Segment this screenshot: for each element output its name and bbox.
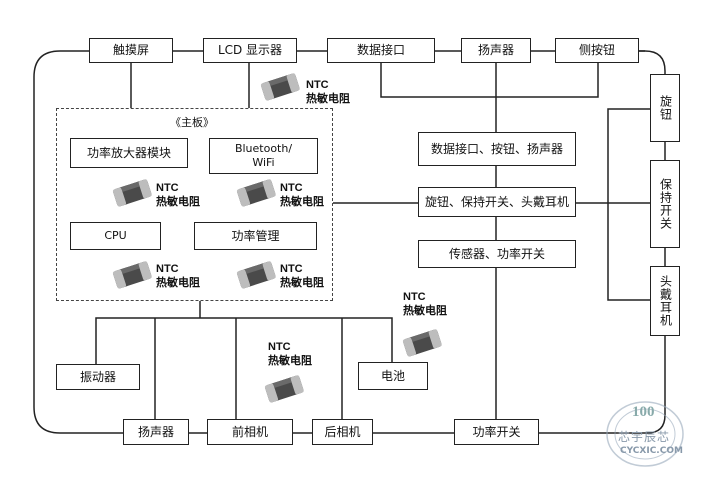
lcd-display-box: LCD 显示器 [203,38,297,63]
bluetooth-wifi-box: Bluetooth/ WiFi [209,138,318,174]
thermistor-chip-icon [112,179,152,207]
ntc-text: NTC [156,182,179,194]
watermark-url: CYCXIC.COM [620,446,683,456]
knob-hold-headphone-box: 旋钮、保持开关、头戴耳机 [418,187,576,217]
thermistor-text: 热敏电阻 [280,277,324,290]
knob-box: 旋钮 [650,74,680,142]
power-switch-box: 功率开关 [454,419,539,445]
data-port-box: 数据接口 [327,38,435,63]
wire-top-to-center [380,62,599,98]
front-camera-box: 前相机 [207,419,293,445]
ports-buttons-speaker-box: 数据接口、按钮、扬声器 [418,132,576,166]
power-management-box: 功率管理 [194,222,317,250]
thermistor-text: 热敏电阻 [156,277,200,290]
rear-camera-box: 后相机 [312,419,373,445]
headphone-box: 头戴耳机 [650,266,680,336]
thermistor-text: 热敏电阻 [280,196,324,209]
wire-right-column [607,108,650,301]
hold-switch-box: 保持开关 [650,160,680,248]
mainboard-title: 《主板》 [170,116,214,129]
watermark-number: 100 [632,404,655,420]
watermark-name: 芯宇辰芯 [618,430,671,444]
ntc-text: NTC [280,182,303,194]
sensor-power-switch-box: 传感器、功率开关 [418,240,576,268]
thermistor-chip-icon [112,261,152,289]
side-button-box: 侧按钮 [555,38,639,63]
thermistor-text: 热敏电阻 [268,355,312,368]
mainboard-region [56,108,333,301]
ntc-text: NTC [306,79,329,91]
ntc-text: NTC [403,291,426,303]
ntc-text: NTC [280,263,303,275]
watermark-seal-icon [606,401,684,467]
thermistor-text: 热敏电阻 [306,93,350,106]
wire-bottom-bus [95,317,393,364]
speaker-top-box: 扬声器 [461,38,531,63]
thermistor-text: 热敏电阻 [156,196,200,209]
touchscreen-box: 触摸屏 [89,38,173,63]
battery-box: 电池 [358,362,428,390]
thermistor-chip-icon [260,73,300,101]
speaker-bottom-box: 扬声器 [123,419,189,445]
thermistor-chip-icon [236,179,276,207]
thermistor-chip-icon [264,375,304,403]
ntc-text: NTC [156,263,179,275]
vibrator-box: 振动器 [56,364,140,390]
ntc-text: NTC [268,341,291,353]
thermistor-chip-icon [236,261,276,289]
cpu-box: CPU [70,222,161,250]
power-amp-module-box: 功率放大器模块 [70,138,188,168]
thermistor-text: 热敏电阻 [403,305,447,318]
thermistor-chip-icon [402,329,442,357]
